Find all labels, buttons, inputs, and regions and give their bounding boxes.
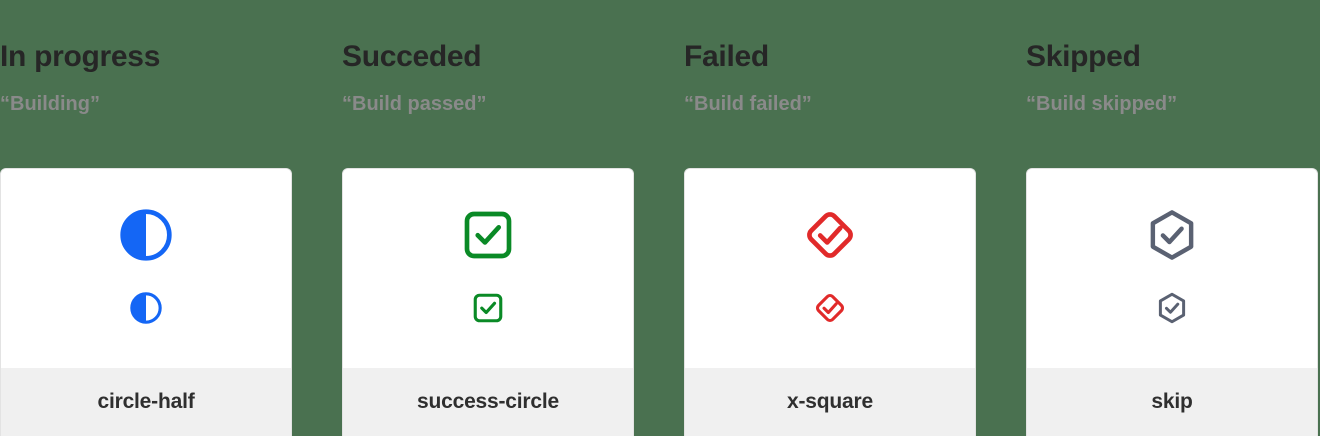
- icon-preview-area: [343, 169, 633, 368]
- column-subtitle: “Building”: [0, 93, 100, 115]
- column-title: In progress: [0, 40, 161, 73]
- x-square-icon: [802, 207, 858, 263]
- circle-half-icon-small: [129, 291, 163, 325]
- status-column-failed: Failed “Build failed”: [684, 0, 976, 436]
- success-circle-icon: [460, 207, 516, 263]
- column-subtitle: “Build passed”: [342, 93, 487, 115]
- icon-card[interactable]: x-square: [684, 168, 976, 436]
- icon-name-footer: x-square: [685, 368, 975, 436]
- status-column-in-progress: In progress “Building”: [0, 0, 292, 436]
- icon-card[interactable]: skip: [1026, 168, 1318, 436]
- success-circle-icon-small: [471, 291, 505, 325]
- column-subtitle: “Build failed”: [684, 93, 812, 115]
- icon-name-label: skip: [1151, 390, 1193, 413]
- column-title: Failed: [684, 40, 769, 73]
- icon-name-footer: circle-half: [1, 368, 291, 436]
- x-square-icon-small: [813, 291, 847, 325]
- icon-card[interactable]: circle-half: [0, 168, 292, 436]
- icon-name-label: x-square: [787, 390, 873, 413]
- icon-name-label: success-circle: [417, 390, 559, 413]
- status-column-skipped: Skipped “Build skipped”: [1026, 0, 1318, 436]
- skip-icon-small: [1155, 291, 1189, 325]
- icon-preview-area: [685, 169, 975, 368]
- column-subtitle: “Build skipped”: [1026, 93, 1178, 115]
- icon-preview-area: [1, 169, 291, 368]
- icon-card[interactable]: success-circle: [342, 168, 634, 436]
- status-column-succeded: Succeded “Build passed”: [342, 0, 634, 436]
- icon-name-footer: skip: [1027, 368, 1317, 436]
- column-title: Skipped: [1026, 40, 1141, 73]
- icon-preview-area: [1027, 169, 1317, 368]
- icon-name-label: circle-half: [97, 390, 195, 413]
- icon-name-footer: success-circle: [343, 368, 633, 436]
- circle-half-icon: [118, 207, 174, 263]
- column-title: Succeded: [342, 40, 482, 73]
- skip-icon: [1144, 207, 1200, 263]
